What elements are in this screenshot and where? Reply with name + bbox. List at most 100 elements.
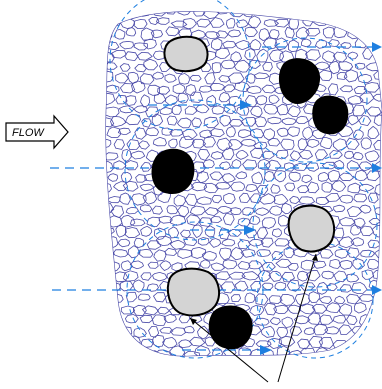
grain — [182, 18, 197, 30]
grain — [242, 207, 255, 216]
grain — [105, 301, 119, 314]
grain — [347, 51, 359, 60]
grain — [100, 360, 112, 370]
grain — [220, 59, 236, 70]
grain — [163, 313, 177, 324]
grain — [140, 272, 152, 281]
grain — [352, 152, 364, 161]
grain — [253, 72, 270, 79]
grain — [235, 149, 249, 160]
grain — [228, 119, 244, 127]
grain — [105, 192, 107, 203]
grain — [307, 312, 322, 325]
grain — [363, 82, 380, 93]
grain — [152, 136, 167, 147]
grain — [300, 38, 312, 48]
grain — [119, 83, 136, 94]
grain — [274, 18, 290, 28]
grain — [178, 339, 193, 349]
grain — [119, 192, 131, 205]
grain — [343, 69, 359, 83]
grain — [105, 80, 108, 94]
grain — [237, 129, 252, 139]
grain — [105, 105, 107, 117]
grain — [338, 324, 353, 335]
grain — [127, 71, 140, 84]
grain — [248, 59, 261, 69]
flow-arrowhead — [372, 163, 382, 173]
grain — [374, 293, 382, 306]
grain — [120, 305, 136, 315]
grain — [268, 270, 283, 282]
grain — [133, 105, 149, 114]
grain — [324, 326, 340, 335]
grain — [286, 279, 300, 292]
grain — [273, 170, 287, 183]
grain — [140, 225, 153, 237]
grain — [354, 217, 366, 229]
grain — [148, 0, 158, 7]
grain — [136, 51, 153, 61]
grain — [289, 0, 302, 6]
grain — [307, 11, 322, 17]
grain — [258, 269, 272, 283]
grain — [366, 170, 380, 182]
grain — [115, 94, 128, 105]
grain — [227, 29, 242, 38]
grain — [112, 361, 127, 369]
grain — [338, 236, 355, 249]
grain — [172, 0, 182, 6]
grain — [256, 359, 267, 368]
grain — [230, 207, 242, 216]
grain — [268, 94, 280, 104]
grain — [199, 0, 211, 4]
grain — [263, 19, 280, 27]
grain — [249, 128, 265, 139]
grain — [111, 337, 127, 347]
grain — [359, 359, 373, 368]
grain — [287, 304, 302, 314]
grain — [206, 360, 217, 367]
grain — [297, 185, 310, 194]
grain — [105, 215, 107, 224]
flow-arrowhead — [240, 100, 252, 110]
grain — [204, 31, 221, 39]
grain — [159, 0, 173, 6]
grain — [251, 0, 260, 3]
grain — [328, 60, 341, 75]
grain — [141, 305, 159, 316]
grain — [321, 161, 338, 170]
grain — [142, 191, 158, 205]
grain — [176, 117, 192, 129]
grain — [276, 345, 291, 357]
grain — [240, 249, 256, 258]
grain — [151, 205, 163, 215]
grain — [287, 39, 299, 53]
grain — [155, 235, 173, 247]
grain — [146, 283, 159, 292]
grain — [91, 148, 104, 159]
grain — [105, 351, 109, 357]
grain — [307, 139, 320, 148]
grain — [332, 315, 347, 324]
grain — [345, 137, 360, 150]
grain — [278, 214, 290, 227]
grain — [271, 250, 284, 261]
grain — [360, 249, 375, 258]
grain — [218, 361, 230, 369]
grain — [130, 150, 146, 160]
grain — [120, 214, 136, 228]
grain — [222, 84, 236, 93]
grain — [293, 315, 311, 325]
grain — [94, 305, 105, 314]
grain — [209, 82, 226, 92]
grain — [267, 360, 283, 370]
grain — [237, 239, 251, 250]
grain — [221, 238, 236, 247]
grain — [105, 160, 114, 174]
grain — [105, 171, 108, 184]
grain — [159, 107, 173, 115]
grain — [250, 193, 262, 204]
grain — [212, 347, 224, 357]
grain — [229, 11, 245, 18]
